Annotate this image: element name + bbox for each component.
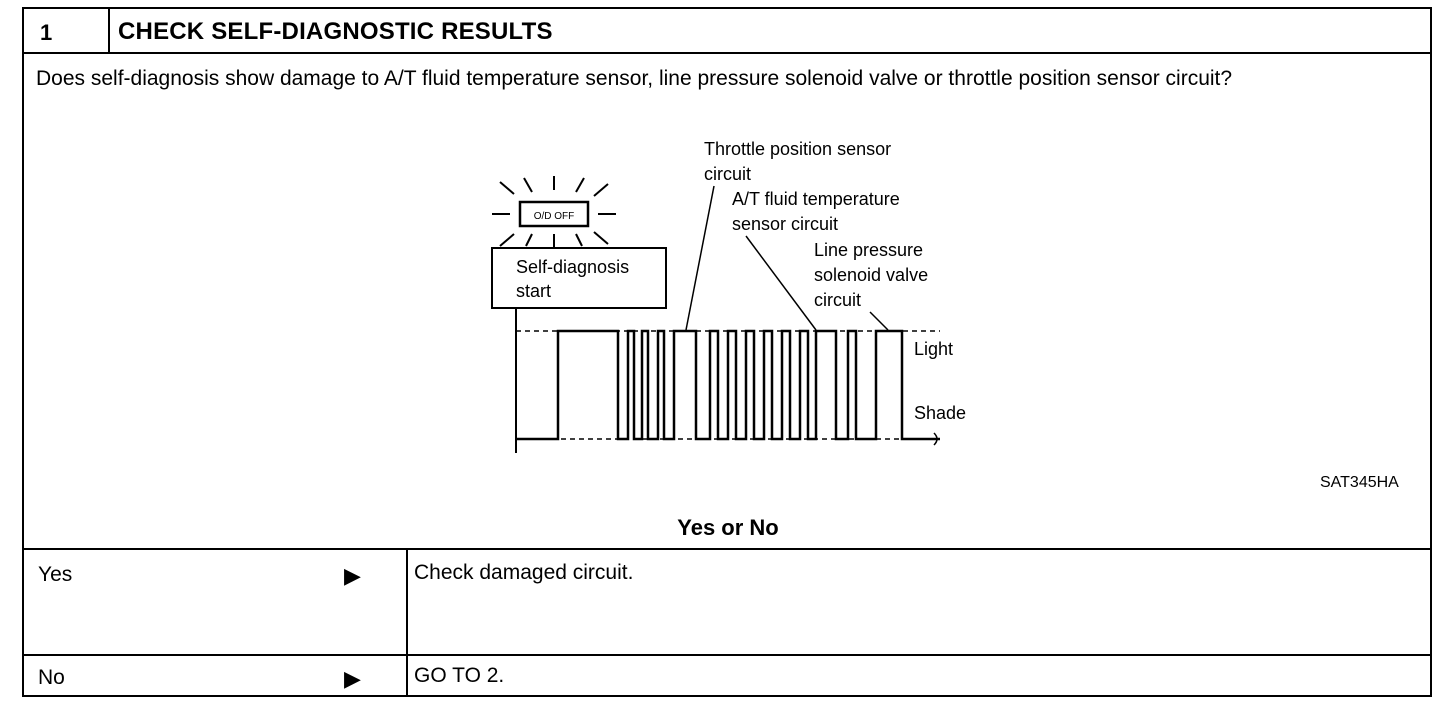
diagnosis-waveform-figure: O/D OFF Self-diagnosis start Throttle po… [491, 139, 966, 453]
answers-row-divider [22, 654, 1432, 656]
light-label: Light [914, 339, 953, 359]
header-column-divider [108, 7, 110, 53]
yes-or-no-prompt: Yes or No [677, 515, 779, 540]
question-text: Does self-diagnosis show damage to A/T f… [36, 67, 1233, 90]
answer-yes-label: Yes [38, 563, 73, 586]
line-pressure-label-line3: circuit [814, 290, 861, 310]
answer-no-action: GO TO 2. [414, 664, 505, 687]
od-off-indicator-icon [492, 176, 616, 248]
fluid-label-line2: sensor circuit [732, 214, 838, 234]
step-number: 1 [40, 20, 53, 45]
answers-top-divider [22, 548, 1432, 550]
step-title: CHECK SELF-DIAGNOSTIC RESULTS [118, 18, 553, 45]
step-table [22, 7, 1432, 697]
self-diagnosis-diagram: O/D OFF Self-diagnosis start Throttle po… [470, 128, 990, 473]
indicator-label: O/D OFF [534, 211, 575, 222]
answer-no-label: No [38, 666, 65, 689]
throttle-label-line1: Throttle position sensor [704, 139, 891, 159]
fluid-label-line1: A/T fluid temperature [732, 189, 900, 209]
start-label-box [491, 247, 667, 309]
no-arrow-icon: ▶ [344, 666, 361, 691]
start-label-line1: Self-diagnosis [516, 257, 629, 277]
start-label-line2: start [516, 281, 551, 301]
diagnosis-pulse-waveform [516, 329, 940, 441]
header-divider [22, 52, 1432, 54]
throttle-label-line2: circuit [704, 164, 751, 184]
yes-arrow-icon: ▶ [344, 563, 361, 588]
figure-id: SAT345HA [1320, 474, 1399, 491]
answers-column-divider [406, 548, 408, 697]
line-pressure-label-line2: solenoid valve [814, 265, 928, 285]
line-pressure-label-line1: Line pressure [814, 240, 923, 260]
shade-label: Shade [914, 403, 966, 423]
answer-yes-action: Check damaged circuit. [414, 561, 634, 584]
